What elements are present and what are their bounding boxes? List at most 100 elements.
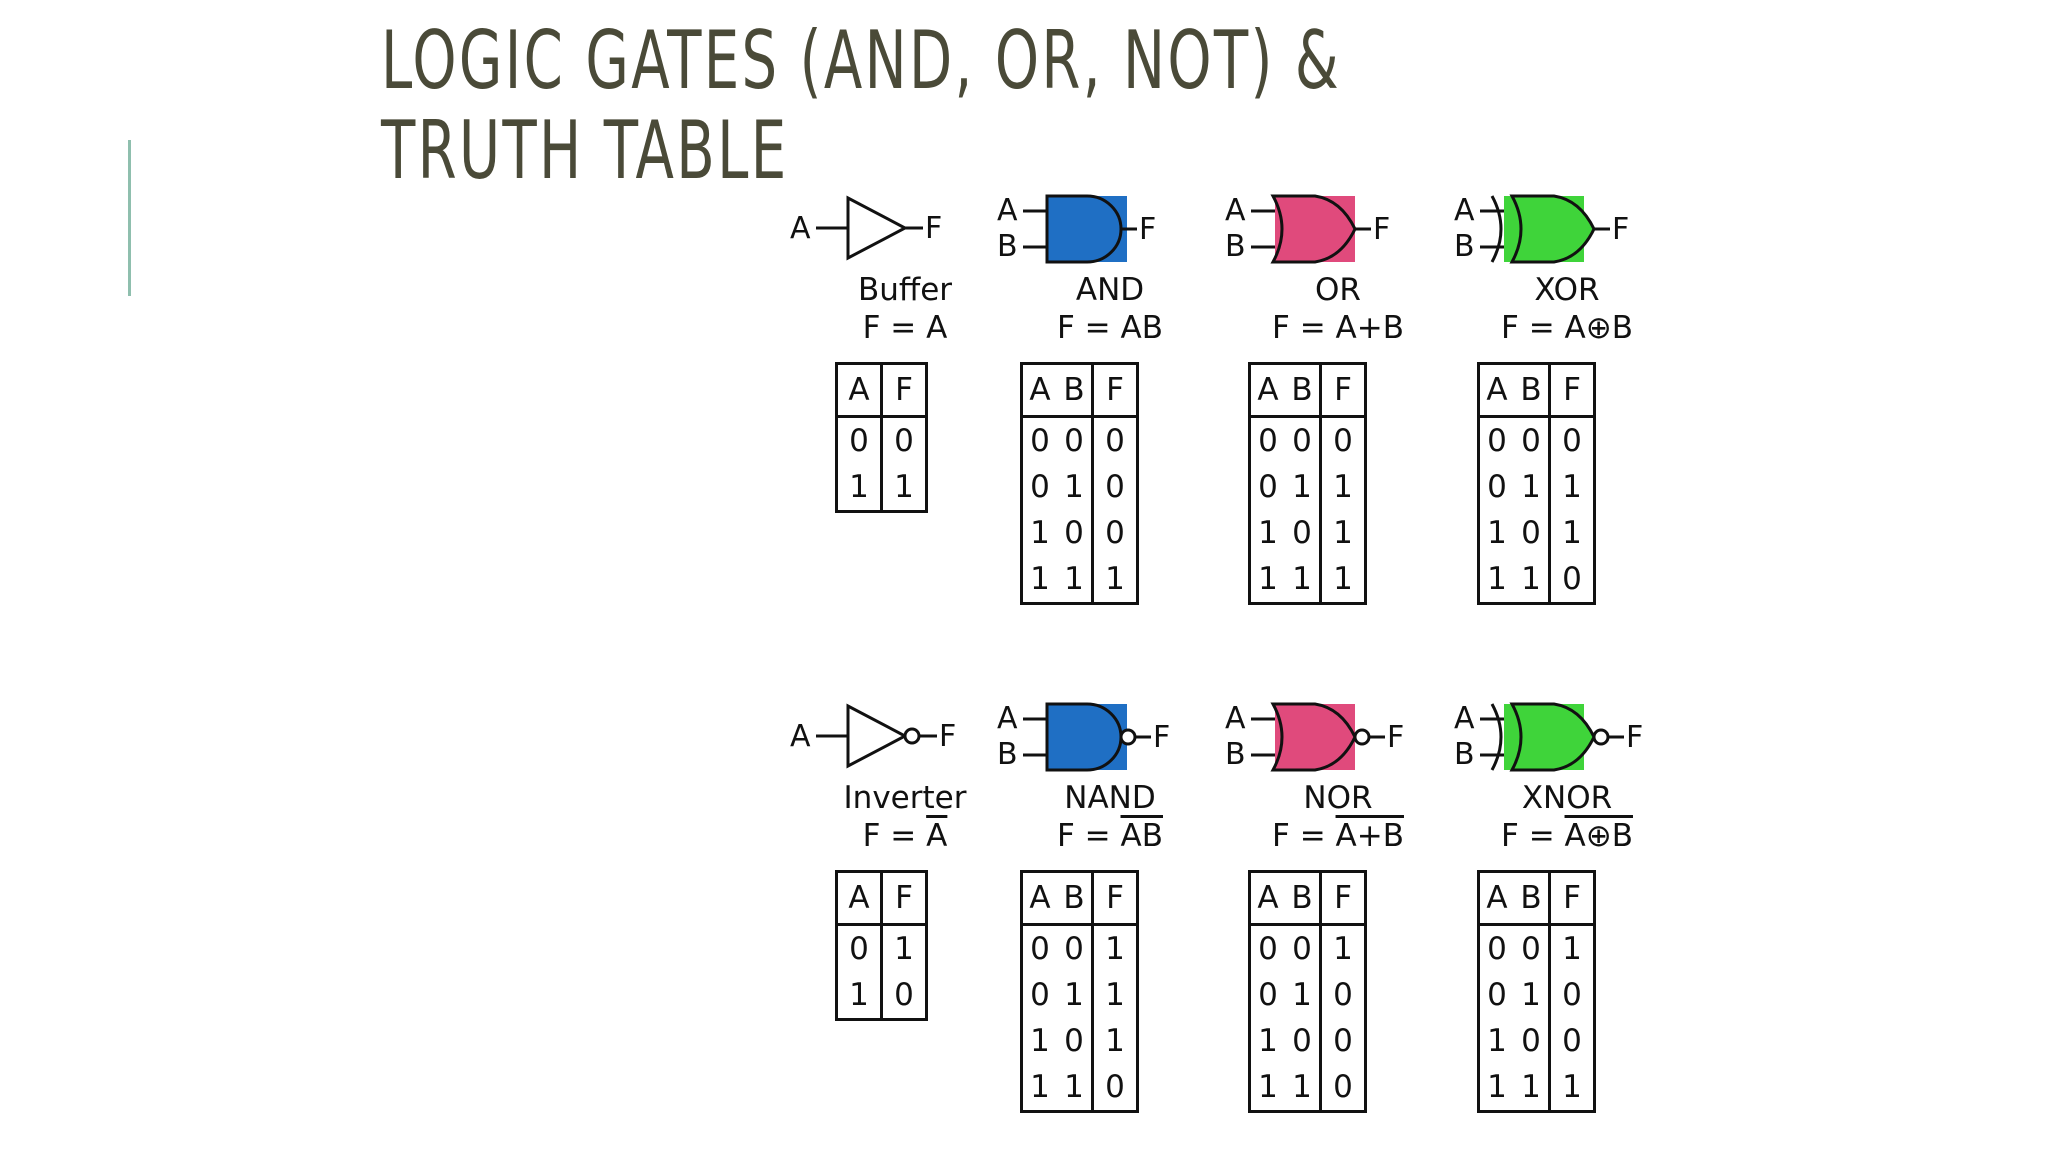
truth-table-cell: 0 [1258, 423, 1278, 459]
xor-gate-icon [1509, 194, 1596, 264]
truth-table-header: F [1091, 871, 1138, 926]
input-label: B [1225, 737, 1246, 772]
truth-table-cell: 1 [1030, 1069, 1050, 1105]
truth-table-cell: 1 [1319, 510, 1366, 556]
input-label: B [997, 737, 1018, 772]
or-gate-icon [1270, 194, 1357, 264]
truth-table-cell: 1 [1030, 515, 1050, 551]
truth-table-header: F [880, 363, 927, 418]
truth-table-header: F [1319, 363, 1366, 418]
truth-table-cell: 0 [1292, 423, 1312, 459]
truth-table-cell: 1 [1064, 469, 1084, 505]
truth-table-cell: 0 [1258, 469, 1278, 505]
equation-expression: AB [1120, 818, 1163, 854]
inversion-bubble-icon [1592, 728, 1610, 746]
truth-table-cell: 0 [1292, 515, 1312, 551]
truth-table-cell: 0 [1030, 931, 1050, 967]
truth-table-cell: 1 [1548, 924, 1595, 972]
input-label: A [790, 719, 811, 754]
truth-table-header: B [1285, 871, 1321, 926]
truth-table-header: F [1548, 363, 1595, 418]
equation-expression: A [926, 818, 948, 854]
truth-table-cell: 1 [1258, 1069, 1278, 1105]
truth-table-header: A [836, 363, 882, 418]
truth-table-cell: 1 [1292, 1069, 1312, 1105]
truth-table-cell: 1 [1091, 924, 1138, 972]
equation-prefix: F = [1501, 818, 1565, 854]
truth-table-cell: 0 [1521, 515, 1541, 551]
truth-table-cell: 1 [1319, 556, 1366, 604]
truth-table-cell: 1 [880, 924, 927, 972]
equation-prefix: F = [862, 310, 927, 346]
truth-table-header: F [1319, 871, 1366, 926]
and-gate-icon [1045, 702, 1123, 772]
gate-equation: F = A [790, 818, 1020, 854]
truth-table-cell: 0 [1319, 416, 1366, 464]
input-label: B [997, 229, 1018, 264]
input-label: A [997, 193, 1018, 228]
truth-table-cell: 0 [1030, 977, 1050, 1013]
truth-table-cell: 1 [1521, 469, 1541, 505]
output-label: F [1612, 212, 1629, 247]
equation-expression: A⊕B [1564, 818, 1633, 854]
truth-table-cell: 1 [1548, 510, 1595, 556]
equation-expression: AB [1120, 310, 1163, 346]
truth-table-cell: 1 [1064, 977, 1084, 1013]
gate-name: XNOR [1521, 780, 1613, 816]
truth-table-cell: 0 [1292, 1023, 1312, 1059]
truth-table-cell: 1 [1487, 1069, 1507, 1105]
equation-expression: A⊕B [1564, 310, 1633, 346]
truth-table-cell: 0 [1258, 977, 1278, 1013]
or-gate-icon [1270, 702, 1357, 772]
truth-table-cell: 0 [1521, 931, 1541, 967]
truth-table-cell: 1 [849, 469, 869, 505]
inversion-bubble-icon [1119, 728, 1137, 746]
truth-table-cell: 1 [1548, 1064, 1595, 1112]
input-label: A [1454, 701, 1475, 736]
truth-table-cell: 0 [849, 931, 869, 967]
truth-table-cell: 0 [1319, 972, 1366, 1018]
input-label: B [1225, 229, 1246, 264]
truth-table-cell: 1 [1521, 977, 1541, 1013]
gate-name: OR [1315, 272, 1361, 308]
gate-equation: F = AB [995, 310, 1225, 346]
truth-table-cell: 0 [1319, 1018, 1366, 1064]
truth-table-cell: 0 [880, 972, 927, 1020]
equation-prefix: F = [1272, 818, 1336, 854]
input-label: B [1454, 737, 1475, 772]
truth-table-cell: 1 [1487, 561, 1507, 597]
slide-title: LOGIC GATES (AND, OR, NOT) & TRUTH TABLE [381, 14, 1342, 197]
truth-table-cell: 1 [1030, 561, 1050, 597]
equation-prefix: F = [1057, 310, 1121, 346]
gate-name: NOR [1303, 780, 1373, 816]
truth-table-header: B [1057, 871, 1093, 926]
truth-table-cell: 1 [1292, 977, 1312, 1013]
truth-table-header: A [1478, 363, 1514, 418]
